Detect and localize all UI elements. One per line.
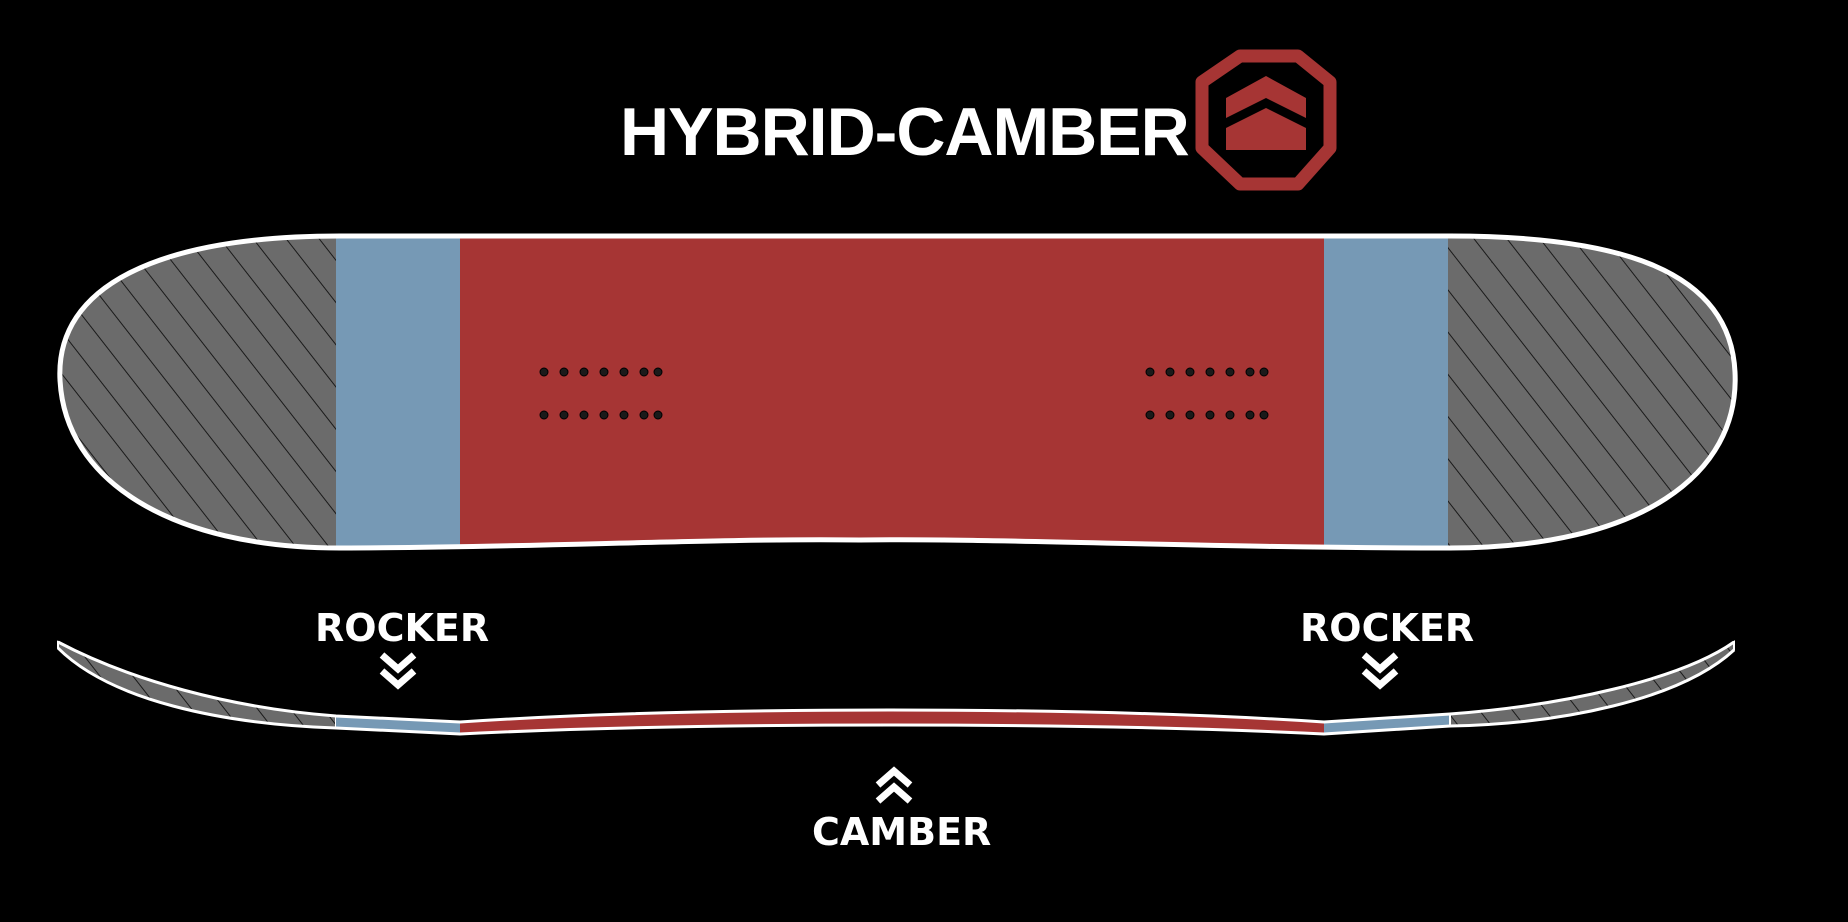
camber-zone [460,236,1326,548]
board-side-profile [56,640,1736,736]
rocker-label-left: ROCKER [315,606,490,650]
nose-zone [1448,236,1736,548]
binding-inserts-left [539,367,663,420]
tail-zone [59,236,340,548]
double-chevron-down-icon [379,652,417,690]
board-top-view [57,233,1738,551]
binding-inserts-right [1145,367,1269,420]
rocker-zone-right [1324,236,1450,548]
board-outline [57,233,1738,551]
rocker-label-right: ROCKER [1300,606,1475,650]
double-chevron-down-icon [1361,652,1399,690]
rocker-zone-left [336,236,462,548]
octagon-chevron-logo-icon [1195,49,1337,191]
diagram-title: HYBRID-CAMBER [620,94,1190,170]
double-chevron-up-icon [875,766,913,804]
camber-label: CAMBER [812,810,992,854]
